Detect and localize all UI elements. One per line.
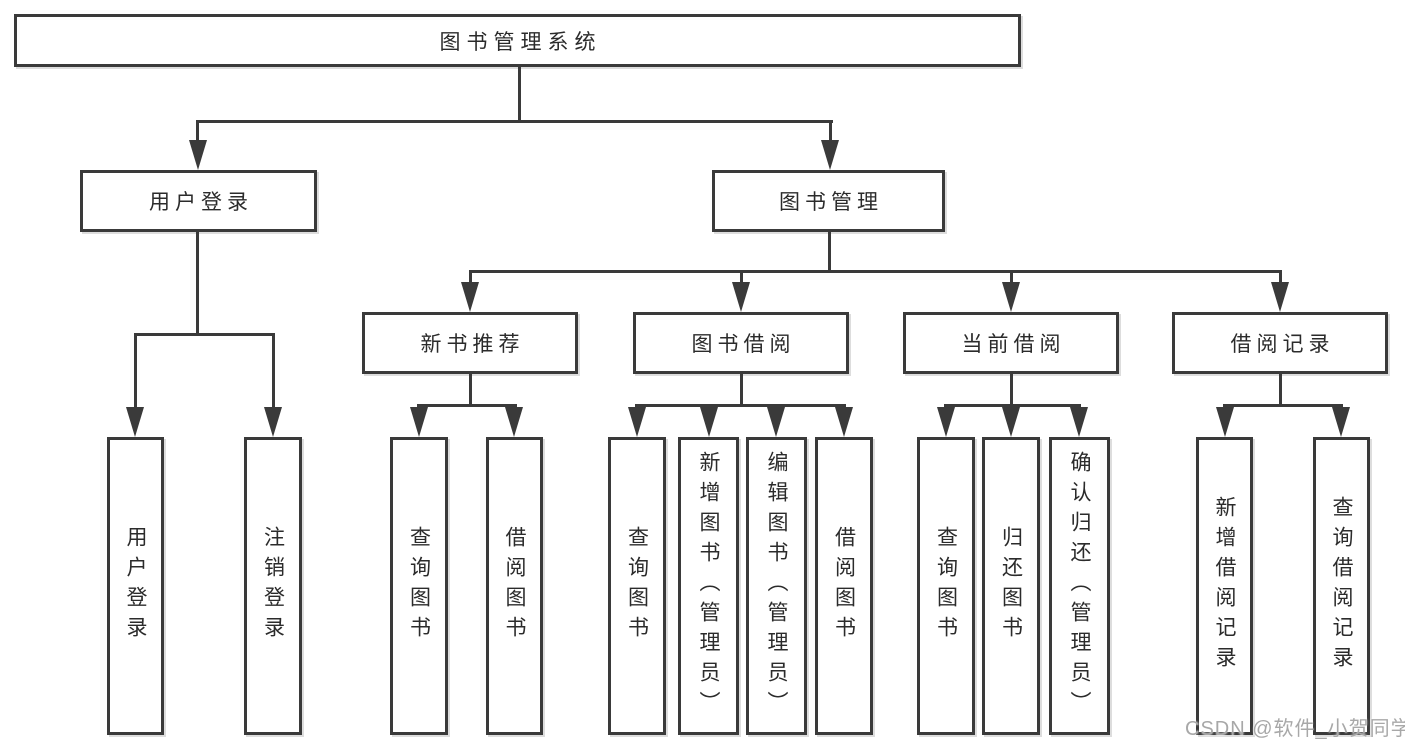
arrow-down-icon xyxy=(189,140,207,170)
node-label: 新增借阅记录 xyxy=(1213,496,1236,676)
arrow-down-icon xyxy=(410,407,428,437)
node-label: 确认归还（管理员） xyxy=(1068,451,1091,721)
arrow-down-icon xyxy=(264,407,282,437)
arrow-down-icon xyxy=(1332,407,1350,437)
node-book-borrow: 图书借阅 xyxy=(633,312,849,374)
leaf-edit-books-admin: 编辑图书（管理员） xyxy=(746,437,807,735)
arrow-down-icon xyxy=(1271,282,1289,312)
node-label: 图书管理系统 xyxy=(439,30,602,54)
connector-line xyxy=(944,404,1081,407)
node-label: 查询图书 xyxy=(934,526,958,646)
connector-line xyxy=(828,232,831,273)
node-library-system: 图书管理系统 xyxy=(14,14,1021,67)
connector-line xyxy=(1279,374,1282,407)
node-label: 图书管理 xyxy=(779,191,883,214)
arrow-down-icon xyxy=(505,407,523,437)
connector-line xyxy=(740,270,743,286)
leaf-add-borrow-record: 新增借阅记录 xyxy=(1196,437,1253,735)
node-label: 当前借阅 xyxy=(961,333,1066,356)
connector-line xyxy=(134,333,137,409)
connector-line xyxy=(469,374,472,407)
node-label: 查询借阅记录 xyxy=(1330,496,1353,676)
connector-line xyxy=(740,374,743,407)
connector-line xyxy=(196,232,199,336)
arrow-down-icon xyxy=(835,407,853,437)
connector-line xyxy=(829,120,832,144)
node-label: 借阅图书 xyxy=(503,526,526,646)
node-label: 编辑图书（管理员） xyxy=(765,451,788,721)
node-label: 新书推荐 xyxy=(420,333,525,356)
arrow-down-icon xyxy=(628,407,646,437)
node-label: 查询图书 xyxy=(625,526,649,646)
connector-line xyxy=(469,270,1282,273)
leaf-borrow-books-recommend: 借阅图书 xyxy=(486,437,543,735)
connector-line xyxy=(1279,270,1282,286)
leaf-user-login: 用户登录 xyxy=(107,437,164,735)
leaf-query-books-recommend: 查询图书 xyxy=(390,437,448,735)
connector-line xyxy=(518,66,521,122)
leaf-return-books: 归还图书 xyxy=(982,437,1040,735)
node-book-management: 图书管理 xyxy=(712,170,945,232)
node-user-login: 用户登录 xyxy=(80,170,317,232)
node-label: 图书借阅 xyxy=(691,333,796,356)
arrow-down-icon xyxy=(700,407,718,437)
node-current-borrow: 当前借阅 xyxy=(903,312,1119,374)
connector-line xyxy=(417,404,517,407)
connector-line xyxy=(197,120,833,123)
node-label: 查询图书 xyxy=(407,526,431,646)
connector-line xyxy=(272,333,275,409)
watermark: CSDN @软件_小贺同学 xyxy=(1185,718,1405,740)
node-label: 借阅记录 xyxy=(1230,333,1335,356)
connector-line xyxy=(1010,270,1013,286)
leaf-confirm-return-admin: 确认归还（管理员） xyxy=(1049,437,1110,735)
arrow-down-icon xyxy=(461,282,479,312)
node-label: 注销登录 xyxy=(261,526,285,646)
arrow-down-icon xyxy=(767,407,785,437)
connector-line xyxy=(469,270,472,286)
arrow-down-icon xyxy=(1216,407,1234,437)
node-new-book-recommend: 新书推荐 xyxy=(362,312,578,374)
node-label: 新增图书（管理员） xyxy=(697,451,720,721)
leaf-borrow-books: 借阅图书 xyxy=(815,437,873,735)
connector-line xyxy=(1010,374,1013,407)
connector-line xyxy=(196,120,199,144)
leaf-query-borrow-record: 查询借阅记录 xyxy=(1313,437,1370,735)
connector-line xyxy=(635,404,846,407)
arrow-down-icon xyxy=(126,407,144,437)
node-label: 用户登录 xyxy=(149,191,253,214)
arrow-down-icon xyxy=(1070,407,1088,437)
arrow-down-icon xyxy=(937,407,955,437)
arrow-down-icon xyxy=(821,140,839,170)
node-borrow-records: 借阅记录 xyxy=(1172,312,1388,374)
arrow-down-icon xyxy=(1002,407,1020,437)
leaf-query-books-current: 查询图书 xyxy=(917,437,975,735)
arrow-down-icon xyxy=(732,282,750,312)
leaf-add-books-admin: 新增图书（管理员） xyxy=(678,437,739,735)
leaf-query-books-borrow: 查询图书 xyxy=(608,437,666,735)
node-label: 归还图书 xyxy=(999,526,1023,646)
node-label: 用户登录 xyxy=(124,526,147,646)
node-label: 借阅图书 xyxy=(832,526,856,646)
connector-line xyxy=(1223,404,1343,407)
connector-line xyxy=(134,333,275,336)
leaf-logout: 注销登录 xyxy=(244,437,302,735)
arrow-down-icon xyxy=(1002,282,1020,312)
